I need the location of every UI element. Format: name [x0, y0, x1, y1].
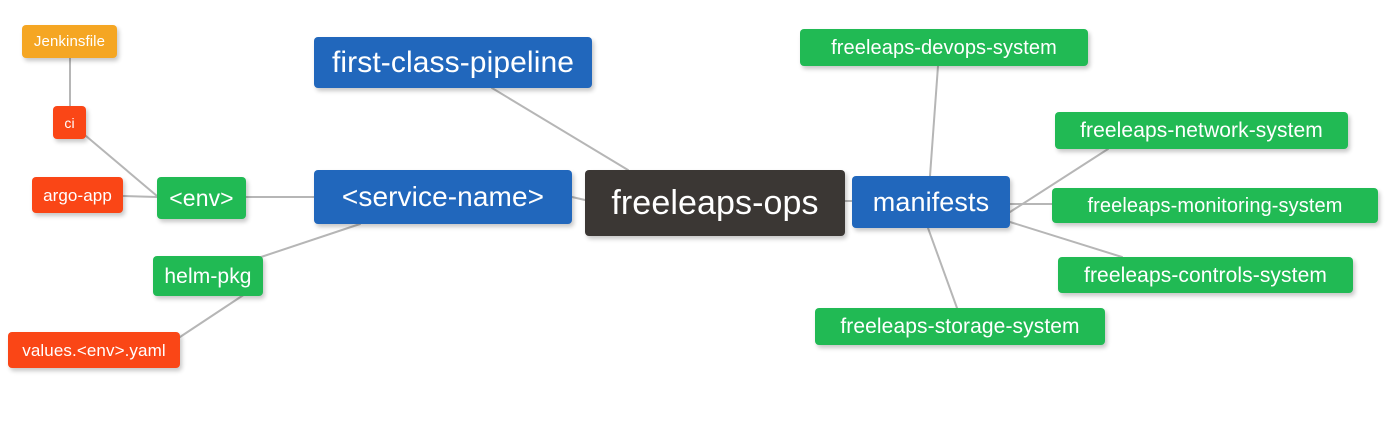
edge-first-class-pipeline-to-freeleaps-ops: [491, 87, 629, 171]
edge-manifests-to-freeleaps-storage-system: [927, 227, 958, 309]
node-freeleaps-devops-system[interactable]: freeleaps-devops-system: [800, 29, 1088, 66]
node-manifests[interactable]: manifests: [852, 176, 1010, 228]
edge-helm-pkg-to-service-name: [257, 223, 361, 259]
edge-manifests-to-freeleaps-devops-system: [929, 65, 939, 177]
node-service-name[interactable]: <service-name>: [314, 170, 572, 224]
node-freeleaps-network-system[interactable]: freeleaps-network-system: [1055, 112, 1348, 149]
edge-service-name-to-freeleaps-ops: [571, 196, 586, 201]
edge-argo-app-to-env: [122, 195, 158, 198]
node-helm-pkg[interactable]: helm-pkg: [153, 256, 263, 296]
node-freeleaps-controls-system[interactable]: freeleaps-controls-system: [1058, 257, 1353, 293]
node-ci[interactable]: ci: [53, 106, 86, 139]
node-freeleaps-ops[interactable]: freeleaps-ops: [585, 170, 845, 236]
node-freeleaps-storage-system[interactable]: freeleaps-storage-system: [815, 308, 1105, 345]
node-freeleaps-monitoring-system[interactable]: freeleaps-monitoring-system: [1052, 188, 1378, 223]
node-jenkinsfile[interactable]: Jenkinsfile: [22, 25, 117, 58]
edge-values-yaml-to-helm-pkg: [179, 291, 249, 338]
edge-manifests-to-freeleaps-controls-system: [1009, 221, 1123, 258]
node-env[interactable]: <env>: [157, 177, 246, 219]
node-values-yaml[interactable]: values.<env>.yaml: [8, 332, 180, 368]
node-first-class-pipeline[interactable]: first-class-pipeline: [314, 37, 592, 88]
node-argo-app[interactable]: argo-app: [32, 177, 123, 213]
